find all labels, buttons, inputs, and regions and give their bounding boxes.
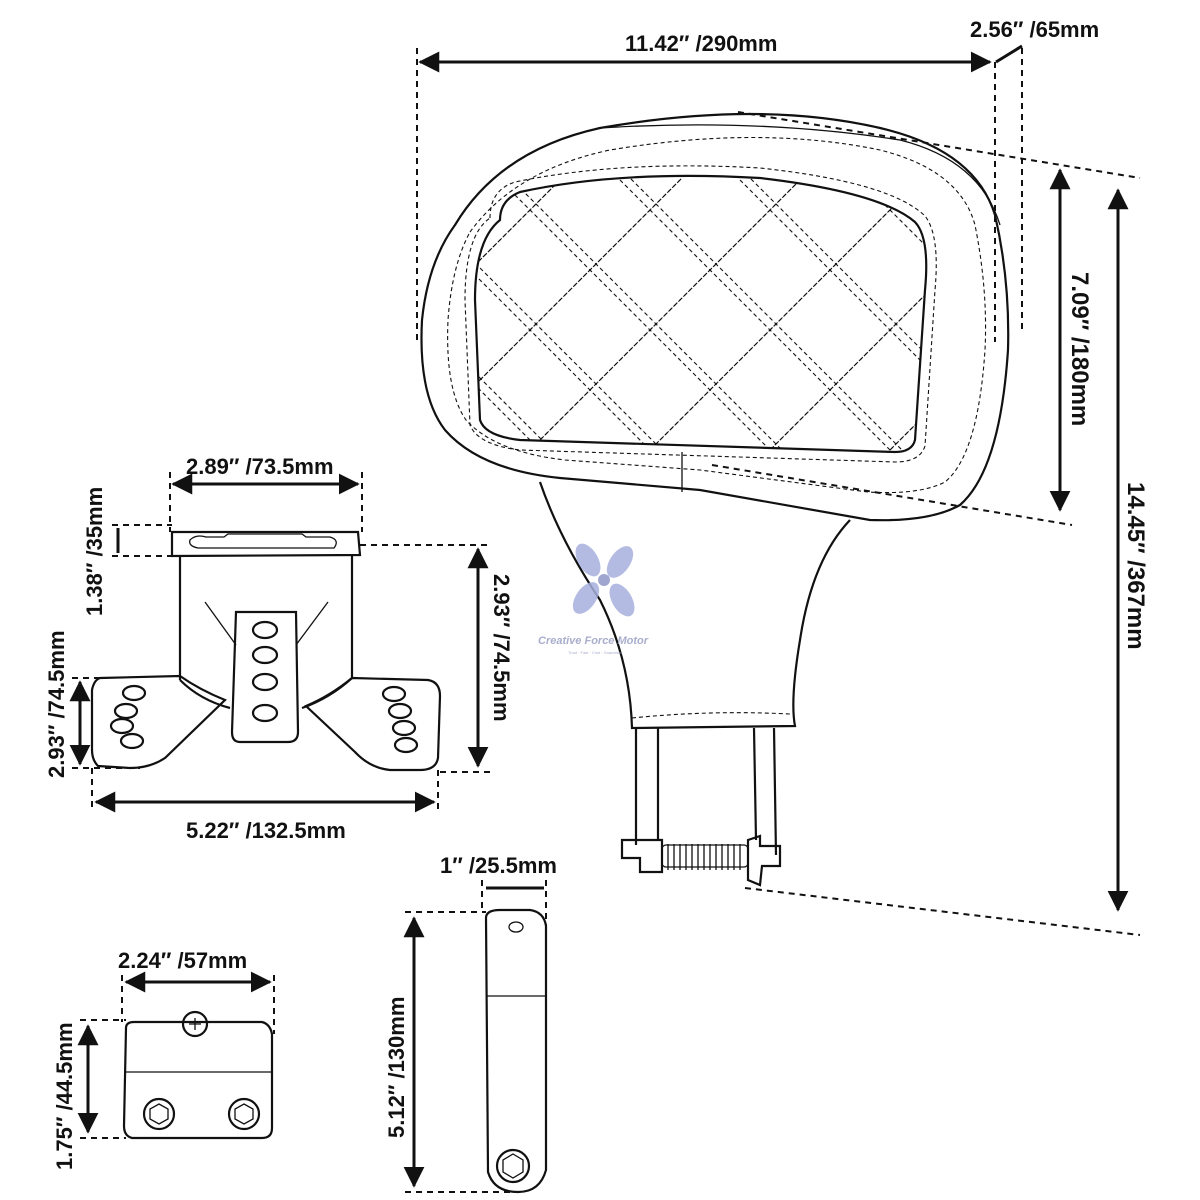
bracket-gusset-left [204, 601, 237, 646]
strap-nut-icon [502, 1153, 524, 1179]
hinge-pin [620, 834, 782, 887]
ext-line-bottom [744, 887, 1141, 936]
backrest-cushion-outline [420, 112, 1010, 522]
strap-dimensions: 1″ /25.5mm 5.12″ /130mm [384, 853, 557, 1193]
clamp-dimensions: 2.24″ /57mm 1.75″ /44.5mm [52, 948, 275, 1170]
foot-height-label: 2.93″ /74.5mm [44, 630, 69, 778]
strap-length-label: 5.12″ /130mm [384, 997, 409, 1138]
stem-stitch [631, 712, 791, 719]
bracket-holes [251, 620, 279, 723]
backrest-stem [538, 481, 851, 730]
clamp-nut-left-icon [149, 1103, 169, 1125]
strap-body [484, 908, 548, 1194]
strap-hole [508, 921, 524, 933]
ext-line-pad-bottom [711, 464, 1073, 526]
bracket-foot-right [304, 676, 442, 772]
bracket-top-slot [189, 533, 337, 549]
upright-bar [634, 727, 778, 856]
ext-line-top [737, 111, 1141, 179]
bracket-gusset-right [295, 601, 329, 646]
watermark-logo: Creative Force Motor Trust · Fast · Cost… [538, 543, 649, 655]
pad-height-label: 7.09″ /180mm [1066, 272, 1093, 426]
clamp-width-label: 2.24″ /57mm [118, 948, 247, 973]
bracket-dimensions: 2.89″ /73.5mm 1.38″ /35mm 2.93″ /74.5mm … [44, 454, 514, 843]
strap-bolt-icon [495, 1148, 531, 1184]
foot-holes-right [381, 685, 419, 754]
backrest-dimensions: 11.42″ /290mm 2.56″ /65mm 7.09″ /180mm 1… [416, 17, 1149, 936]
backrest-top-edge [599, 124, 1001, 226]
watermark-tagline: Trust · Fast · Cost · Guarantee [568, 650, 623, 655]
depth-arrow [995, 44, 1023, 64]
bracket-thickness-label: 1.38″ /35mm [82, 487, 107, 616]
bracket-base-width-label: 5.22″ /132.5mm [186, 818, 346, 843]
spring-icon [667, 844, 741, 870]
clamp-height-label: 1.75″ /44.5mm [52, 1022, 77, 1170]
clamp-bolt-right-icon [227, 1097, 261, 1131]
watermark-brand: Creative Force Motor [538, 635, 649, 647]
clamp-nut-right-icon [234, 1103, 254, 1125]
strap-width-label: 1″ /25.5mm [440, 853, 557, 878]
bracket-top-width-label: 2.89″ /73.5mm [186, 454, 334, 479]
clamp-body [122, 1020, 274, 1140]
backrest-assembly: Creative Force Motor Trust · Fast · Cost… [420, 112, 1010, 887]
diamond-pad-frame [473, 174, 928, 454]
bracket-top-plate [170, 530, 362, 558]
backrest-width-label: 11.42″ /290mm [625, 31, 777, 56]
bracket-center-tab [230, 610, 300, 744]
pad-frame-stitch [464, 165, 937, 463]
mounting-strap [484, 908, 548, 1194]
diamond-quilting [475, 175, 927, 452]
backrest-depth-label: 2.56″ /65mm [970, 17, 1099, 42]
clamp-bolt-left-icon [142, 1097, 176, 1131]
foot-holes-left [109, 684, 147, 750]
clamp-block [122, 1010, 274, 1140]
spring-coil-base [661, 844, 749, 868]
bracket-body [178, 556, 354, 710]
clamp-top-screw-slot [189, 1018, 201, 1030]
clamp-top-screw-icon [181, 1010, 209, 1038]
mounting-bracket [90, 530, 442, 772]
bracket-height-label: 2.93″ /74.5mm [489, 574, 514, 722]
total-height-label: 14.45″ /367mm [1122, 482, 1149, 650]
